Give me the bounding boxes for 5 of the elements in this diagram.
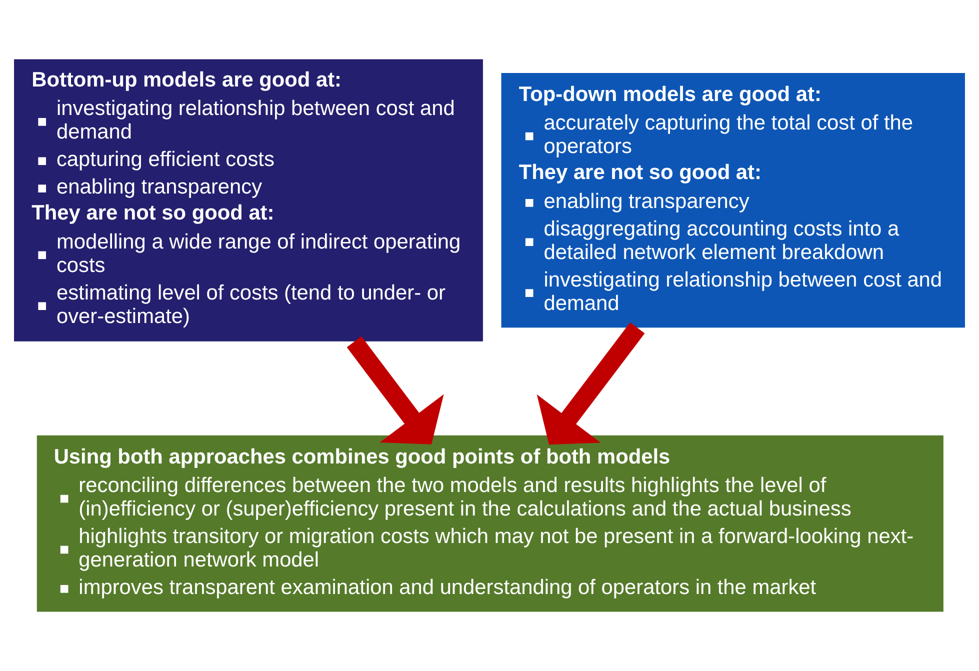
arrow	[346, 336, 444, 444]
arrow	[536, 322, 645, 445]
node-box: Bottom-up models are good at: investigating relationship between cost and demand capturing efficient costs enabling transparency They are not so good at: modelling a wide range of indirect operating costs estimating level of costs (tend to under- or over-estimate)	[14, 59, 483, 342]
node-box: Using both approaches combines good points of both models reconciling differences between the two models and results highlights the level of (in)efficiency or (super)efficiency present in the calculations and the actual business highlights transitory or migration costs which may not be present in a forward-looking next-generation network model improves transparent examination and understanding of operators in the market	[36, 435, 944, 612]
node-box: Top-down models are good at: accurately capturing the total cost of the operators They are not so good at: enabling transparency disaggregating accounting costs into a detailed network element breakdown investigating relationship between cost and demand	[501, 72, 965, 328]
